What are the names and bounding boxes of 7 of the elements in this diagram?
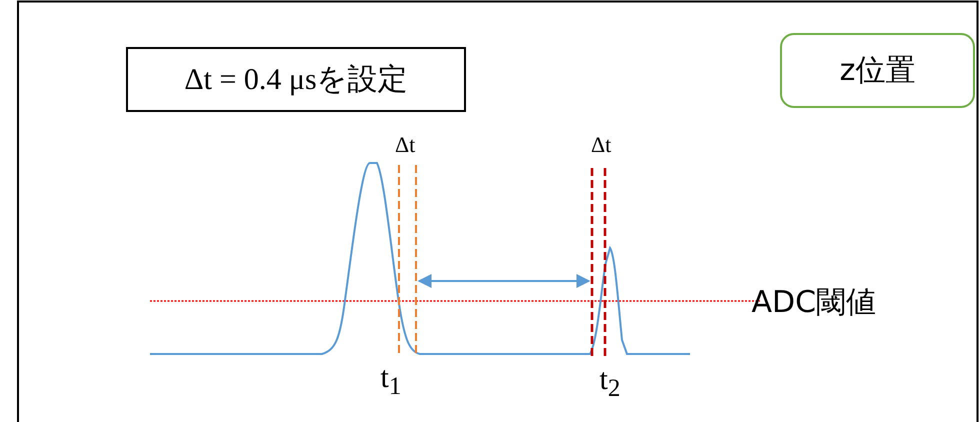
time-label: t$_{1}$ xyxy=(380,363,402,399)
time-label: t$_{2}$ xyxy=(600,365,620,401)
setting-box: Δt = 0.4 μsを設定 xyxy=(126,47,466,112)
threshold-label: ADC閾値 xyxy=(752,288,876,318)
interval-label: Δt xyxy=(591,134,612,156)
interval-label: Δt xyxy=(395,134,416,156)
position-box: z位置 xyxy=(780,33,975,108)
